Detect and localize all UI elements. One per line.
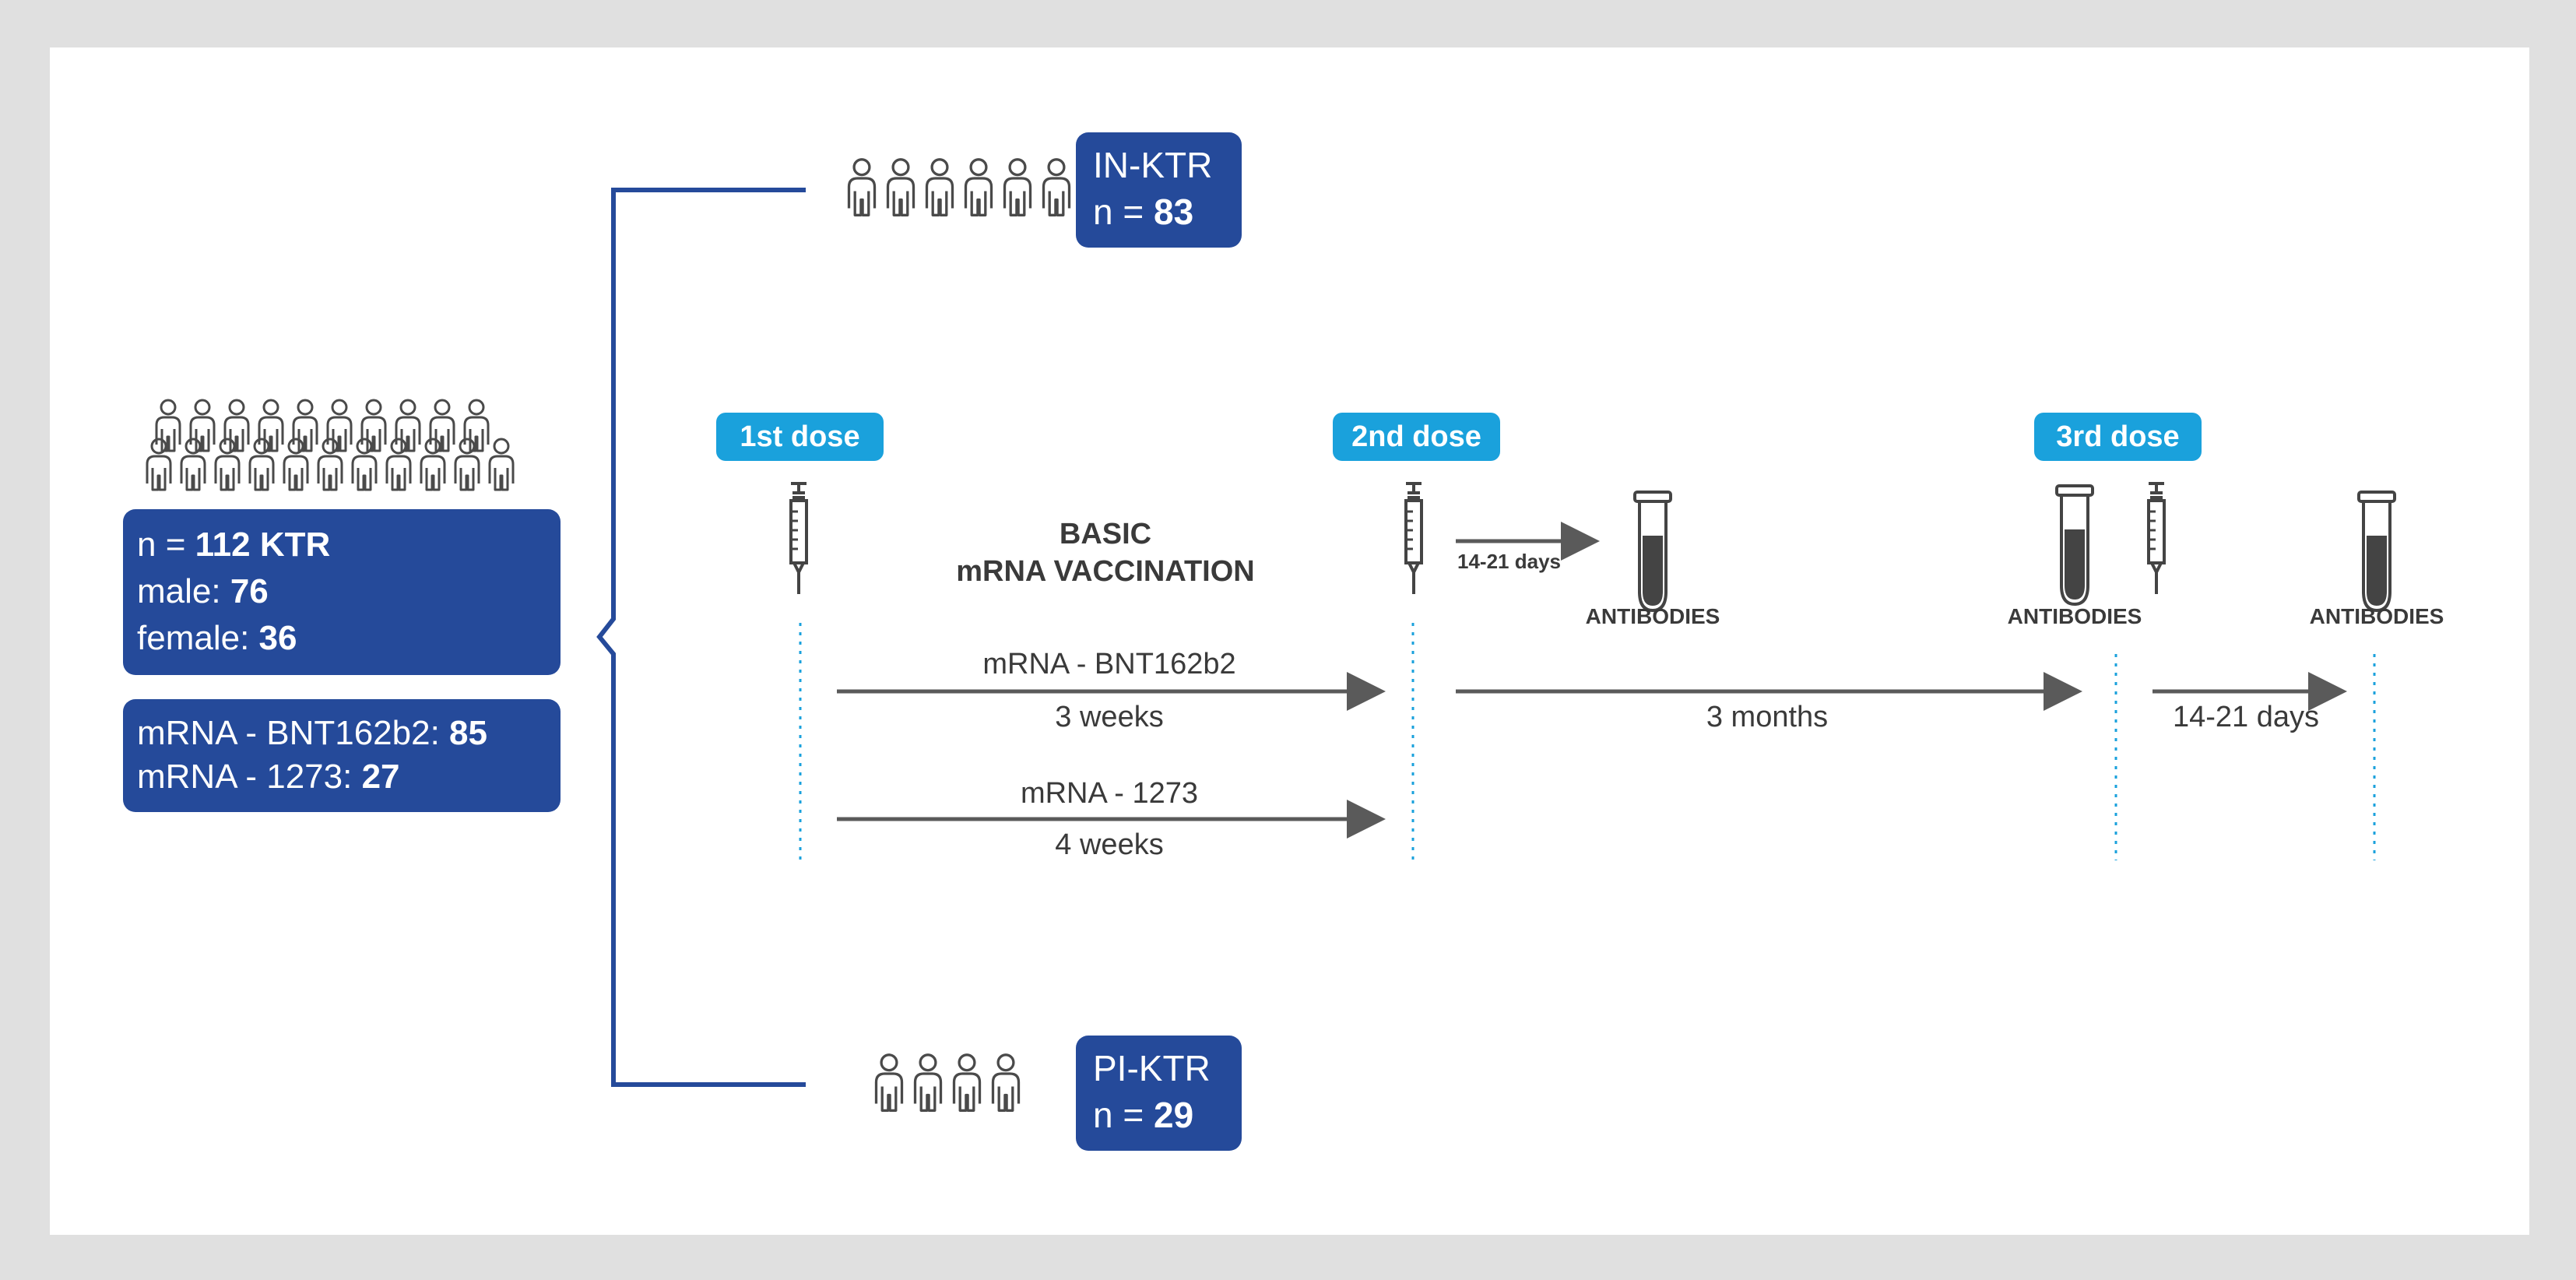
bnt-label: mRNA - BNT162b2:: [137, 714, 450, 752]
male-value: 76: [230, 572, 269, 610]
bracket-line: [596, 188, 806, 1087]
bnt-interval-label: mRNA - BNT162b2: [982, 648, 1236, 680]
moderna-weeks-label: 4 weeks: [1055, 828, 1164, 861]
three-months-label: 3 months: [1706, 701, 1829, 733]
n-prefix: n =: [137, 526, 195, 564]
syringe-icon-dose2: [1404, 482, 1423, 596]
basic-vaccination-title: BASIC mRNA VACCINATION: [895, 515, 1316, 590]
antibodies-label-1: ANTIBODIES: [1585, 604, 1720, 628]
pi-ktr-n-value: 29: [1154, 1095, 1194, 1135]
in-ktr-box: IN-KTR n = 83: [1076, 132, 1242, 248]
third-dose-badge: 3rd dose: [2034, 413, 2202, 461]
bnt-weeks-label: 3 weeks: [1055, 701, 1164, 733]
antibodies-label-2: ANTIBODIES: [2007, 604, 2142, 628]
after-third-interval-label: 14-21 days: [2172, 701, 2319, 733]
bnt-value: 85: [449, 714, 487, 752]
syringe-icon-dose3: [2147, 482, 2166, 596]
moderna-label: mRNA - 1273:: [137, 758, 362, 796]
antibodies-label-3: ANTIBODIES: [2309, 604, 2444, 628]
syringe-icon-dose1: [789, 482, 808, 596]
first-dose-badge: 1st dose: [716, 413, 884, 461]
pi-ktr-label: PI-KTR: [1093, 1048, 1211, 1088]
in-ktr-people-icon: [847, 158, 1071, 217]
timeline-dotted-lines: [799, 623, 2376, 860]
moderna-interval-label: mRNA - 1273: [1020, 777, 1199, 810]
in-ktr-label: IN-KTR: [1093, 145, 1213, 185]
after-second-interval-label: 14-21 days: [1457, 550, 1561, 573]
test-tube-icon-2: [2055, 484, 2094, 606]
in-ktr-n-value: 83: [1154, 192, 1194, 232]
second-dose-badge: 2nd dose: [1333, 413, 1500, 461]
female-value: 36: [258, 619, 297, 657]
male-label: male:: [137, 572, 230, 610]
female-label: female:: [137, 619, 259, 657]
total-summary-box: n = 112 KTR male: 76 female: 36: [123, 509, 561, 675]
moderna-value: 27: [361, 758, 400, 796]
vaccine-summary-box: mRNA - BNT162b2: 85 mRNA - 1273: 27: [123, 699, 561, 812]
people-group-icon: [146, 399, 515, 491]
n-value: 112 KTR: [195, 526, 331, 564]
test-tube-icon-3: [2357, 491, 2396, 612]
basic-line2: mRNA VACCINATION: [956, 555, 1255, 588]
pi-ktr-n-prefix: n =: [1093, 1095, 1154, 1135]
pi-ktr-people-icon: [874, 1053, 1021, 1113]
test-tube-icon-1: [1633, 491, 1672, 612]
in-ktr-n-prefix: n =: [1093, 192, 1154, 232]
pi-ktr-box: PI-KTR n = 29: [1076, 1036, 1242, 1151]
basic-line1: BASIC: [1059, 518, 1152, 550]
